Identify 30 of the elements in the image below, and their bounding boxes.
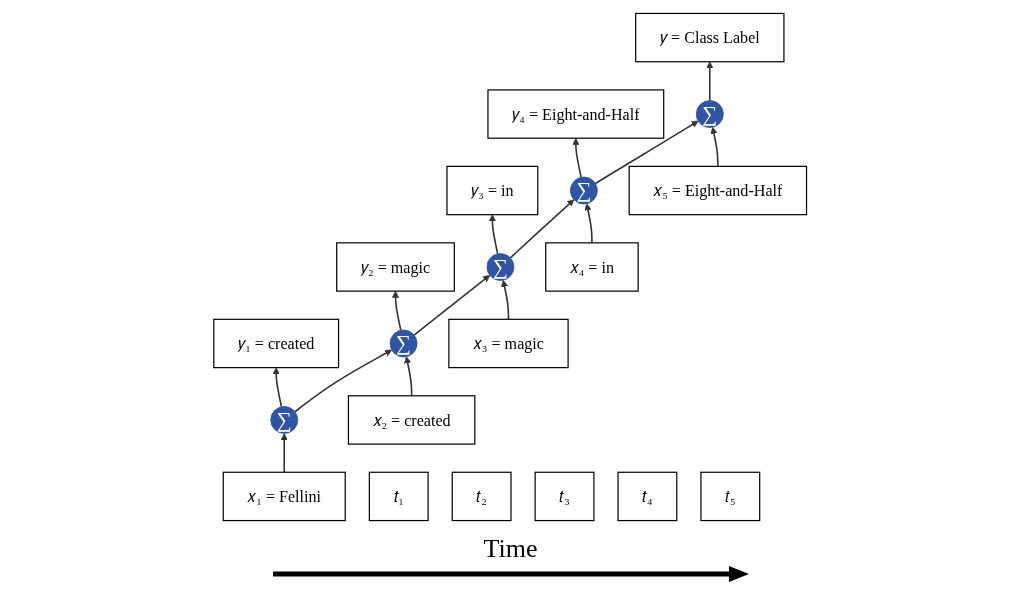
axis-label: Time bbox=[483, 534, 538, 564]
arrow bbox=[281, 433, 289, 474]
node-box: 𝑡₅ bbox=[700, 471, 761, 522]
node-box: 𝑡₁ bbox=[369, 471, 430, 522]
arrow bbox=[594, 120, 699, 185]
arrow bbox=[710, 126, 719, 168]
node-box: 𝑡₄ bbox=[617, 471, 678, 522]
arrow bbox=[404, 356, 413, 397]
arrow bbox=[572, 137, 583, 179]
arrow bbox=[294, 349, 393, 413]
node-circle: ∑ bbox=[570, 176, 599, 205]
arrow bbox=[392, 290, 402, 332]
node-box: 𝑡₃ bbox=[534, 471, 595, 522]
node-circle: ∑ bbox=[390, 329, 418, 358]
arrow bbox=[272, 367, 283, 408]
node-box: 𝑥₁ = Fellini bbox=[223, 471, 347, 522]
node-circle: ∑ bbox=[486, 253, 515, 281]
node-box: 𝑥₂ = created bbox=[348, 395, 476, 445]
arrow bbox=[501, 279, 510, 321]
arrow bbox=[413, 275, 491, 336]
node-circle: ∑ bbox=[270, 406, 299, 434]
node-box: 𝑥₅ = Eight-and-Half bbox=[628, 165, 808, 216]
arrow bbox=[509, 199, 575, 259]
node-box: 𝑥₄ = in bbox=[545, 242, 640, 292]
arrow bbox=[489, 214, 499, 255]
node-box: 𝑡₂ bbox=[451, 471, 512, 522]
arrow bbox=[706, 61, 714, 102]
node-circle: ∑ bbox=[696, 100, 725, 128]
node-box: 𝑥₃ = magic bbox=[448, 318, 570, 369]
arrow bbox=[584, 203, 594, 244]
